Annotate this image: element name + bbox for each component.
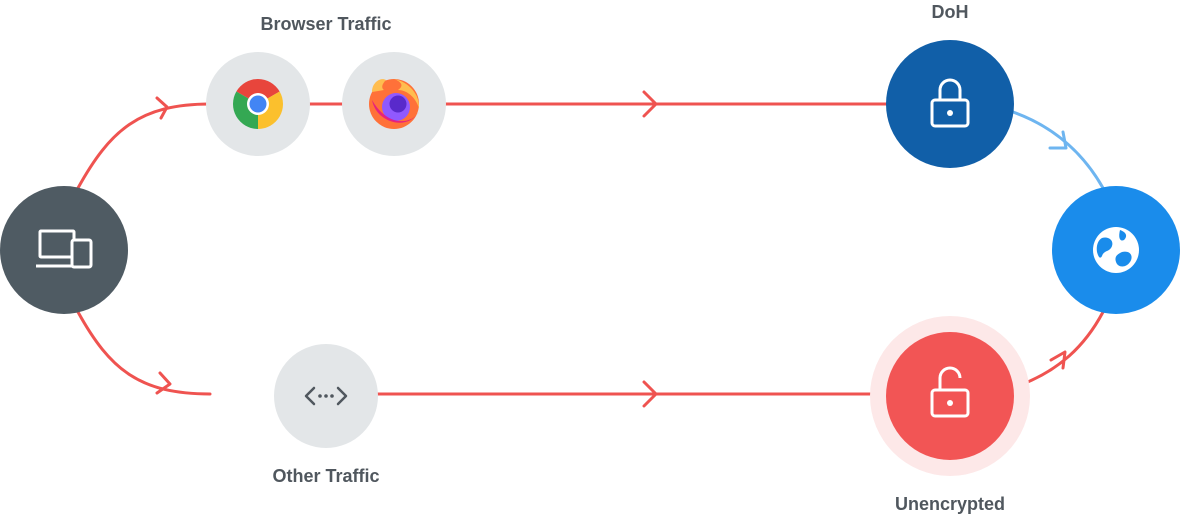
doh-to-internet-path	[1011, 110, 1105, 190]
firefox-node	[342, 52, 446, 156]
lock-open-icon	[930, 366, 970, 418]
chrome-icon	[233, 79, 283, 129]
arrow-browser-up	[155, 96, 169, 120]
device-to-other-path	[76, 310, 212, 396]
devices-icon	[36, 229, 93, 269]
unencrypted-node	[870, 316, 1030, 476]
arrow-unencrypted-internet	[1049, 350, 1067, 370]
other-traffic-node	[274, 344, 378, 448]
unencrypted-label: Unencrypted	[894, 494, 1006, 514]
arrow-other-down	[155, 371, 172, 395]
code-icon	[304, 386, 348, 406]
lock-closed-icon	[930, 78, 970, 128]
internet-node	[1052, 186, 1180, 314]
device-node	[0, 186, 128, 314]
arrow-doh-internet	[1048, 130, 1068, 150]
arrow-other-main	[642, 380, 658, 408]
doh-node	[886, 40, 1014, 168]
doh-label: DoH	[931, 2, 969, 22]
browser-traffic-label: Browser Traffic	[260, 14, 392, 34]
chrome-node	[206, 52, 310, 156]
arrow-browser-main	[642, 90, 658, 118]
firefox-icon	[369, 79, 420, 129]
globe-icon	[1093, 227, 1139, 273]
device-to-browser-path	[76, 102, 212, 190]
other-traffic-label: Other Traffic	[272, 466, 380, 486]
